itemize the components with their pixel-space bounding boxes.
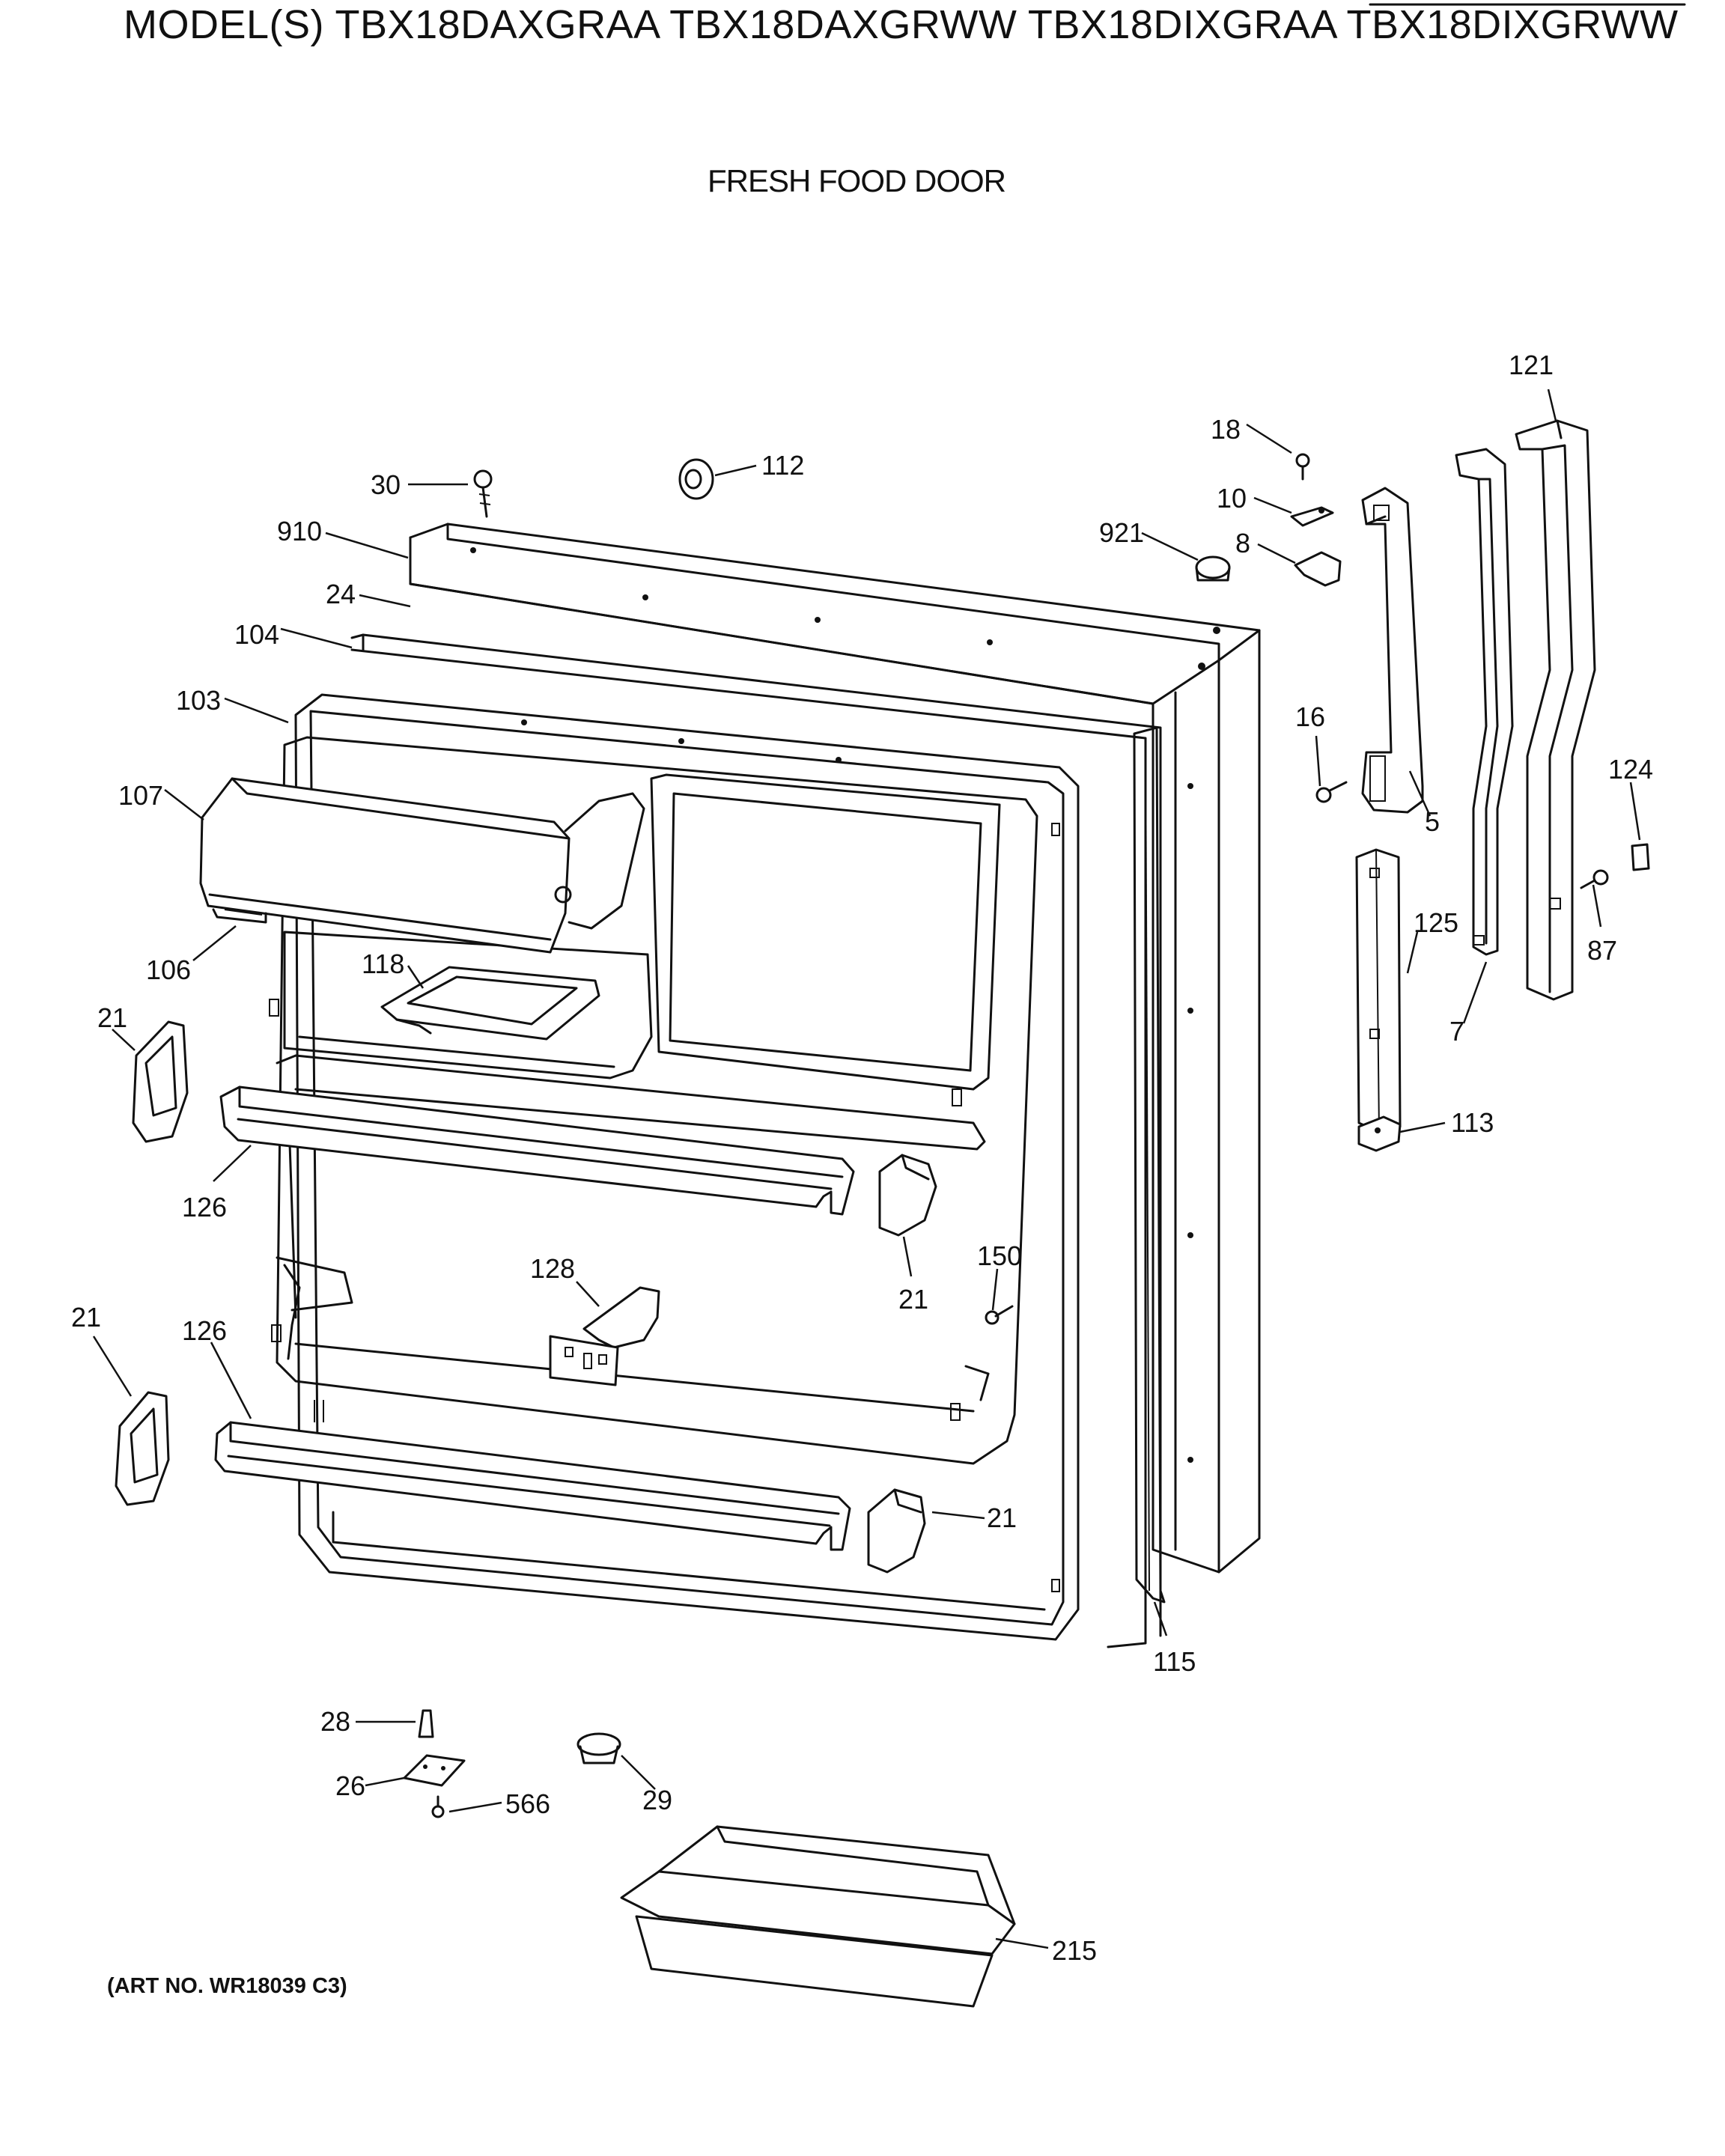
- gasket-strip: [1133, 726, 1166, 1604]
- screw-18: [1295, 453, 1310, 481]
- callout-21-upper-right: 21: [898, 1284, 928, 1315]
- section-title: FRESH FOOD DOOR: [708, 163, 1006, 198]
- clip-124: [1631, 843, 1650, 871]
- leader-lines: [92, 389, 1641, 1949]
- spacer-125: [1355, 848, 1402, 1133]
- callout-103: 103: [176, 685, 221, 716]
- callout-8: 8: [1235, 528, 1250, 558]
- callout-566: 566: [505, 1788, 550, 1819]
- callout-121: 121: [1509, 350, 1554, 380]
- callout-107: 107: [118, 780, 163, 811]
- shelf-bracket: [549, 1286, 660, 1386]
- outer-door-panel: [409, 523, 1261, 1574]
- door-bin-215: [620, 1825, 1016, 2008]
- callout-112: 112: [761, 450, 804, 481]
- callout-128: 128: [530, 1253, 575, 1284]
- screw-16: [1315, 781, 1348, 803]
- callout-5: 5: [1425, 806, 1440, 837]
- shim-10: [1290, 506, 1334, 527]
- handle-rail-7: [1455, 448, 1514, 956]
- callout-115: 115: [1153, 1646, 1196, 1677]
- shelf-end-cap-upper-right: [878, 1154, 937, 1237]
- callout-21-lower-left: 21: [71, 1302, 101, 1333]
- callout-21-upper-left: 21: [97, 1002, 127, 1033]
- callout-106: 106: [146, 954, 191, 985]
- callout-104: 104: [234, 619, 279, 650]
- callout-21-lower-right: 21: [987, 1502, 1017, 1533]
- screw-30: [473, 469, 493, 518]
- callout-921: 921: [1099, 517, 1144, 548]
- hinge-bracket-5: [1361, 487, 1424, 814]
- hinge-pin-8: [1294, 551, 1342, 587]
- callout-118: 118: [362, 948, 404, 979]
- callout-126-lower: 126: [182, 1315, 227, 1346]
- shelf-end-cap-upper-left: [132, 1020, 189, 1143]
- shelf-end-cap-lower-right: [867, 1488, 926, 1574]
- art-number: (ART NO. WR18039 C3): [107, 1974, 347, 1998]
- callout-24: 24: [326, 579, 356, 609]
- callout-113: 113: [1451, 1107, 1494, 1138]
- callout-10: 10: [1217, 483, 1247, 514]
- callout-87: 87: [1587, 935, 1617, 966]
- plug-29: [576, 1732, 621, 1764]
- handle-rail-121: [1515, 419, 1596, 1001]
- callout-labels: 121 18 10 921 8 112 30 910 24 104 103 16…: [71, 350, 1653, 1966]
- plate-26: [403, 1754, 466, 1787]
- screw-87: [1580, 869, 1609, 889]
- dairy-compartment: [199, 777, 645, 954]
- callout-124: 124: [1608, 754, 1653, 785]
- plug-921: [1195, 555, 1231, 582]
- model-title: MODEL(S) TBX18DAXGRAA TBX18DAXGRWW TBX18…: [124, 2, 1679, 47]
- callout-150: 150: [977, 1240, 1022, 1271]
- shelf-end-cap-lower-left: [115, 1391, 170, 1506]
- callout-30: 30: [371, 469, 401, 500]
- callout-215: 215: [1052, 1935, 1097, 1966]
- callout-18: 18: [1211, 414, 1241, 445]
- door-gasket: [350, 633, 1162, 1648]
- callout-29: 29: [642, 1785, 672, 1815]
- callout-26: 26: [335, 1770, 365, 1801]
- callout-910: 910: [277, 516, 322, 546]
- callout-125: 125: [1414, 907, 1458, 938]
- cam-28: [418, 1709, 434, 1738]
- egg-tray: [380, 966, 600, 1041]
- screw-566: [431, 1795, 445, 1818]
- callout-16: 16: [1295, 701, 1325, 732]
- block-113: [1357, 1115, 1402, 1152]
- screw-150: [985, 1305, 1014, 1325]
- callout-7: 7: [1449, 1016, 1464, 1047]
- callout-28: 28: [320, 1706, 350, 1737]
- shelf-bar-upper: [219, 1085, 855, 1216]
- plug-112: [678, 458, 714, 500]
- shelf-bar-lower: [214, 1421, 851, 1551]
- callout-126-upper: 126: [182, 1192, 227, 1222]
